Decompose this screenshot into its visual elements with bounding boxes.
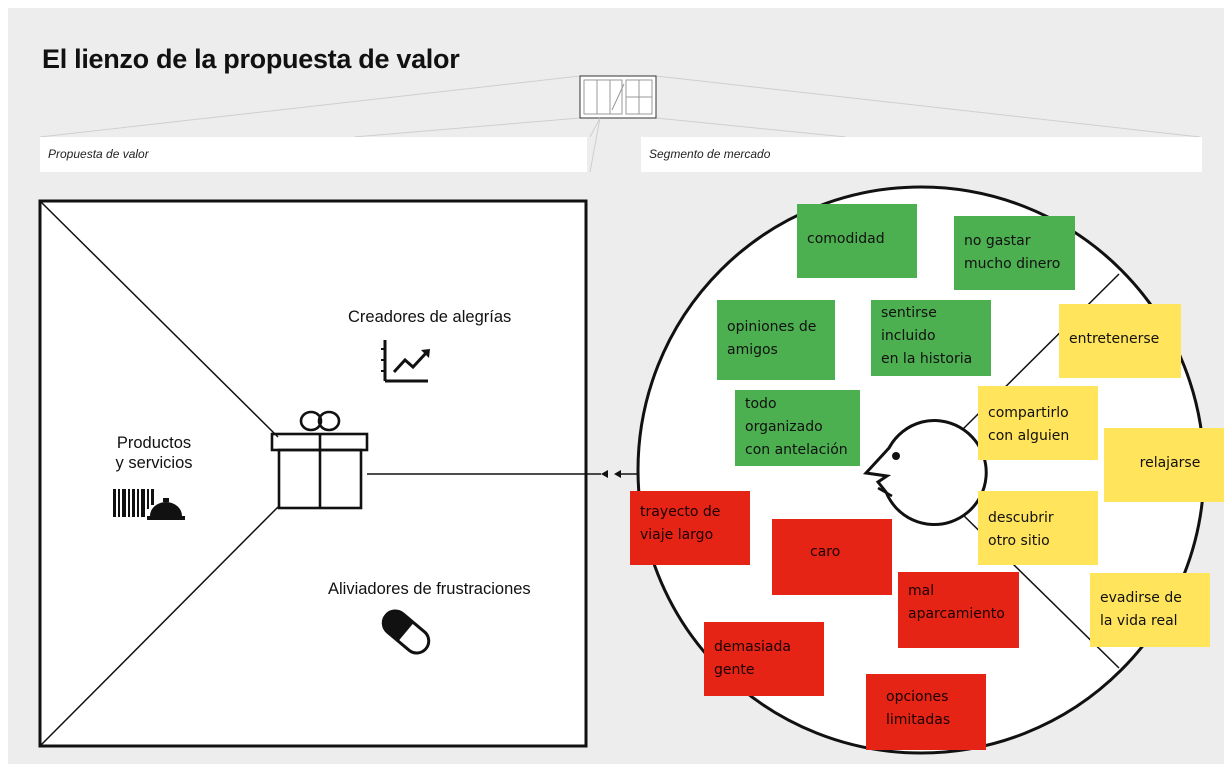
gift-icon [270,410,369,510]
trending-chart-icon [381,340,430,383]
pain-relievers-label: Aliviadores de frustraciones [328,580,531,598]
thumbnail-pointer-line [589,117,601,138]
value-proposition-header: Propuesta de valor [40,137,587,172]
job-note-descubrir: descubrir otro sitio [978,491,1098,565]
job-note-entretenerse: entretenerse [1059,304,1181,378]
gain-note-sentirse-incluido: sentirse incluido en la historia [871,300,991,376]
thumbnail-connector-lines [39,75,1201,173]
job-note-evadirse: evadirse de la vida real [1090,573,1210,647]
gain-note-opiniones: opiniones de amigos [717,300,835,380]
barcode-cloche-icon [113,489,185,520]
canvas-thumbnail-icon [579,75,657,119]
products-services-label: Productos y servicios [115,434,193,472]
market-segment-header: Segmento de mercado [641,137,1202,172]
gain-note-todo-organizado: todo organizado con antelación [735,390,860,466]
page-title: El lienzo de la propuesta de valor [42,44,460,74]
customer-face-icon [862,419,988,526]
pain-note-aparcamiento: mal aparcamiento [898,572,1019,648]
gain-note-no-gastar: no gastar mucho dinero [954,216,1075,290]
job-note-compartirlo: compartirlo con alguien [978,386,1098,460]
job-note-relajarse: relajarse [1104,428,1224,502]
gain-note-comodidad: comodidad [797,204,917,278]
pain-note-demasiada-gente: demasiada gente [704,622,824,696]
pain-note-opciones: opciones limitadas [866,674,986,750]
pill-icon [381,609,431,655]
pain-note-caro: caro [772,519,892,595]
gain-creators-label: Creadores de alegrías [348,308,512,326]
pain-note-trayecto: trayecto de viaje largo [630,491,750,565]
